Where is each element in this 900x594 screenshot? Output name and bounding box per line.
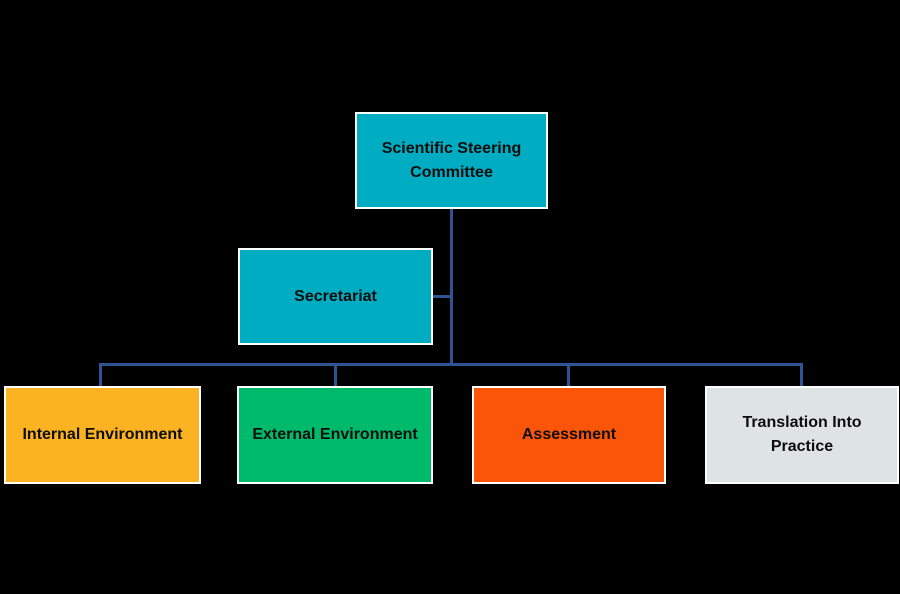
- connector-ssc-to-branch-line: [450, 209, 453, 366]
- node-label: Translation Into Practice: [742, 414, 862, 455]
- node-internal-environment: Internal Environment: [4, 386, 201, 484]
- node-scientific-steering-committee: Scientific Steering Committee: [355, 112, 548, 209]
- connector-drop-external-environment: [334, 363, 337, 386]
- node-label: Secretariat: [294, 287, 377, 305]
- node-label: External Environment: [252, 426, 418, 443]
- node-label: Assessment: [521, 426, 617, 443]
- node-assessment: Assessment: [472, 386, 666, 484]
- connector-drop-internal-environment: [99, 363, 102, 386]
- connector-branch-line: [99, 363, 803, 366]
- connector-drop-translation-into-practice: [800, 363, 803, 386]
- node-secretariat: Secretariat: [238, 248, 433, 345]
- connector-secretariat: [433, 295, 450, 298]
- node-label: Scientific Steering Committee: [381, 139, 522, 181]
- node-translation-into-practice: Translation Into Practice: [705, 386, 899, 484]
- connector-drop-assessment: [567, 363, 570, 386]
- node-external-environment: External Environment: [237, 386, 433, 484]
- node-label: Internal Environment: [22, 426, 183, 443]
